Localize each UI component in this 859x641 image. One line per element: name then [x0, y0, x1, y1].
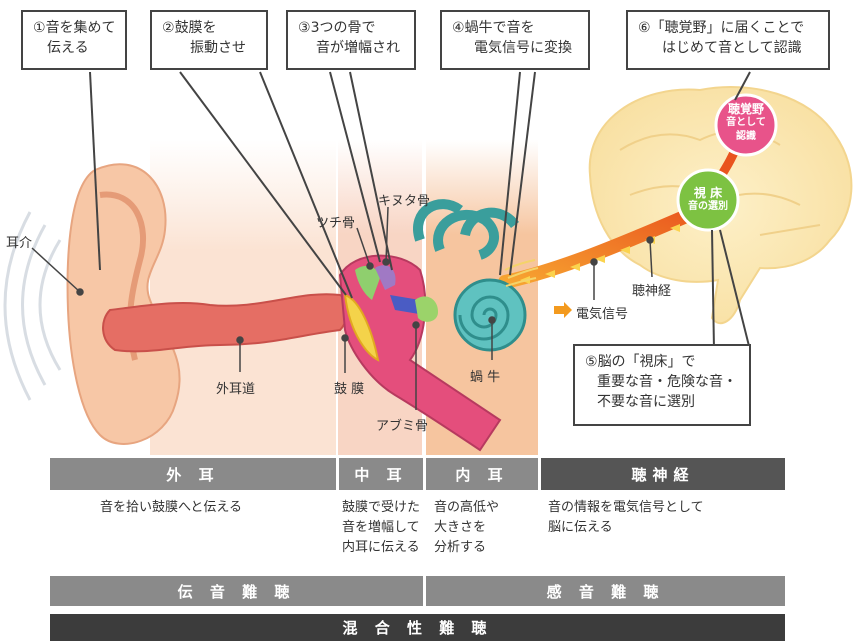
- pinna: [66, 163, 181, 445]
- desc-inner-ear: 音の高低や 大きさを 分析する: [434, 500, 500, 555]
- callout-collect-sound: ①音を集めて 伝える: [21, 10, 127, 70]
- callout-pointers: [89, 71, 751, 351]
- sound-waves: [3, 211, 62, 401]
- hammer-bone: [355, 265, 380, 300]
- desc-outer-ear: 音を拾い鼓膜へと伝える: [100, 500, 242, 515]
- middle-ear-cavity: [338, 254, 502, 452]
- cochlea: [413, 199, 527, 352]
- mixed-hearing-loss-bar: 混 合 性 難 聴: [50, 614, 785, 641]
- label-electric-signal: 電気信号: [576, 307, 629, 322]
- label-stirrup: アブミ骨: [376, 419, 429, 434]
- thalamus-circle: [676, 168, 740, 232]
- auditory-cortex-circle: [714, 93, 778, 157]
- label-auditory-nerve: 聴神経: [632, 284, 672, 299]
- eardrum: [343, 293, 380, 362]
- auditory-cortex-text: 聴覚野 音として 認識: [726, 102, 766, 142]
- callout-amplify-bones: ③3つの骨で 音が増幅され: [286, 10, 416, 70]
- signal-legend-arrow: [554, 302, 572, 318]
- desc-middle-ear: 鼓膜で受けた 音を増幅して 内耳に伝える: [342, 500, 421, 555]
- callout-auditory-cortex: ⑥「聴覚野」に届くことで はじめて音として認識: [626, 10, 830, 70]
- section-middle-ear: 中 耳: [339, 458, 423, 490]
- section-auditory-nerve: 聴神経: [541, 458, 785, 490]
- ear-canal: [102, 293, 349, 353]
- label-ear-canal: 外耳道: [216, 382, 256, 397]
- anvil-bone: [375, 265, 396, 290]
- section-inner-ear: 内 耳: [426, 458, 538, 490]
- sensorineural-hearing-loss-bar: 感 音 難 聴: [426, 576, 785, 606]
- label-eardrum: 鼓 膜: [334, 382, 365, 397]
- callout-cochlea-convert: ④蝸牛で音を 電気信号に変換: [440, 10, 590, 70]
- thalamus-text: 視 床 音の選別: [688, 186, 728, 212]
- label-anvil: キヌタ骨: [378, 194, 431, 209]
- label-pinna: 耳介: [6, 236, 33, 251]
- label-hammer: ツチ骨: [316, 216, 356, 231]
- callout-vibrate-eardrum: ②鼓膜を 振動させ: [150, 10, 268, 70]
- callout-thalamus-select: ⑤脳の「視床」で 重要な音・危険な音・ 不要な音に選別: [573, 344, 751, 426]
- auditory-nerve: [498, 201, 712, 289]
- conductive-hearing-loss-bar: 伝 音 難 聴: [50, 576, 423, 606]
- label-cochlea: 蝸 牛: [470, 370, 501, 385]
- desc-auditory-nerve: 音の情報を電気信号として 脳に伝える: [548, 500, 704, 535]
- nerve-fibers: [504, 259, 539, 287]
- section-outer-ear: 外 耳: [50, 458, 336, 490]
